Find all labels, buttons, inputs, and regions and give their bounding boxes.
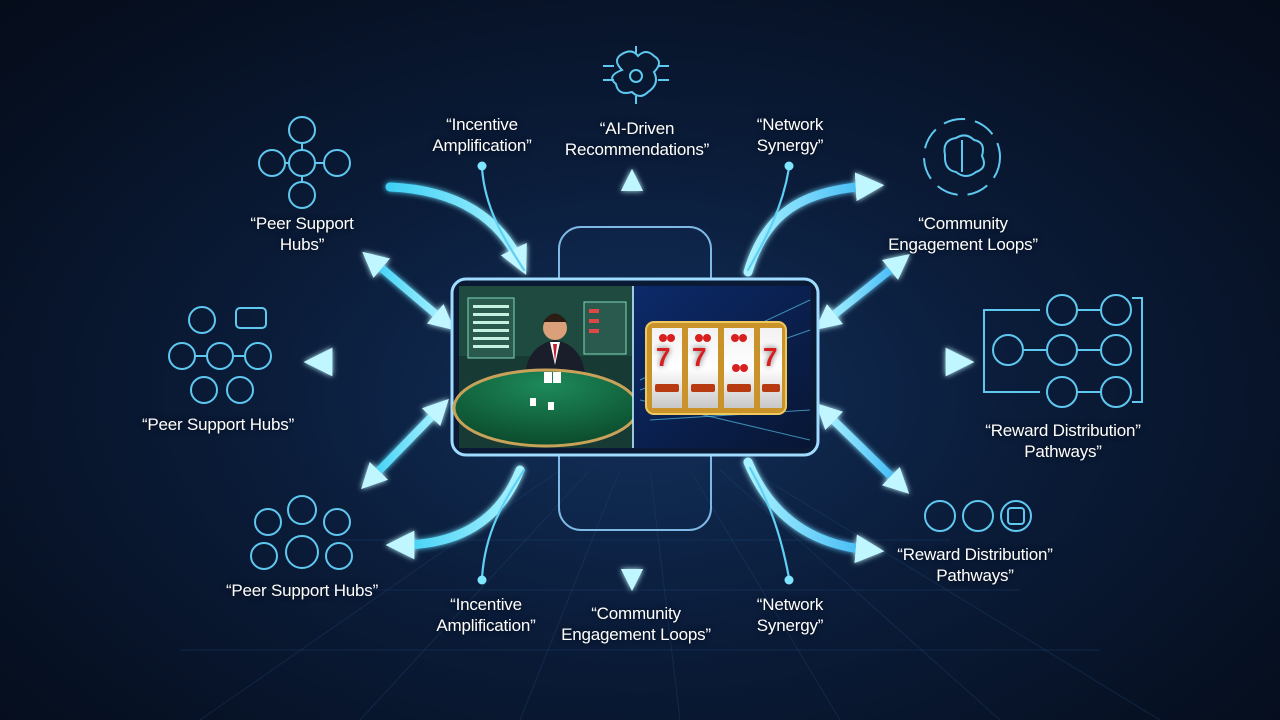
people-network-icon (258, 116, 351, 209)
live-dealer-panel (452, 286, 640, 448)
reel-7-d: 7 (763, 342, 778, 372)
label-reward-distribution-middle: “Reward Distribution”Pathways” (985, 421, 1141, 461)
people-chat-icon (168, 306, 272, 404)
people-coin-icon (924, 500, 1032, 532)
slot-machine-panel (633, 286, 811, 448)
label-reward-distribution-bottom: “Reward Distribution”Pathways” (897, 545, 1053, 585)
reel-7-a: 7 (656, 342, 671, 372)
brain-circuit-icon (603, 46, 669, 104)
label-peer-support-hubs-bottom: “Peer Support Hubs” (225, 581, 379, 600)
people-group-icon (250, 495, 353, 570)
reward-flow-icon (983, 294, 1143, 408)
brain-cycle-icon (923, 118, 1001, 196)
label-peer-support-hubs-middle: “Peer Support Hubs” (141, 415, 295, 434)
reel-7-b: 7 (692, 342, 707, 372)
